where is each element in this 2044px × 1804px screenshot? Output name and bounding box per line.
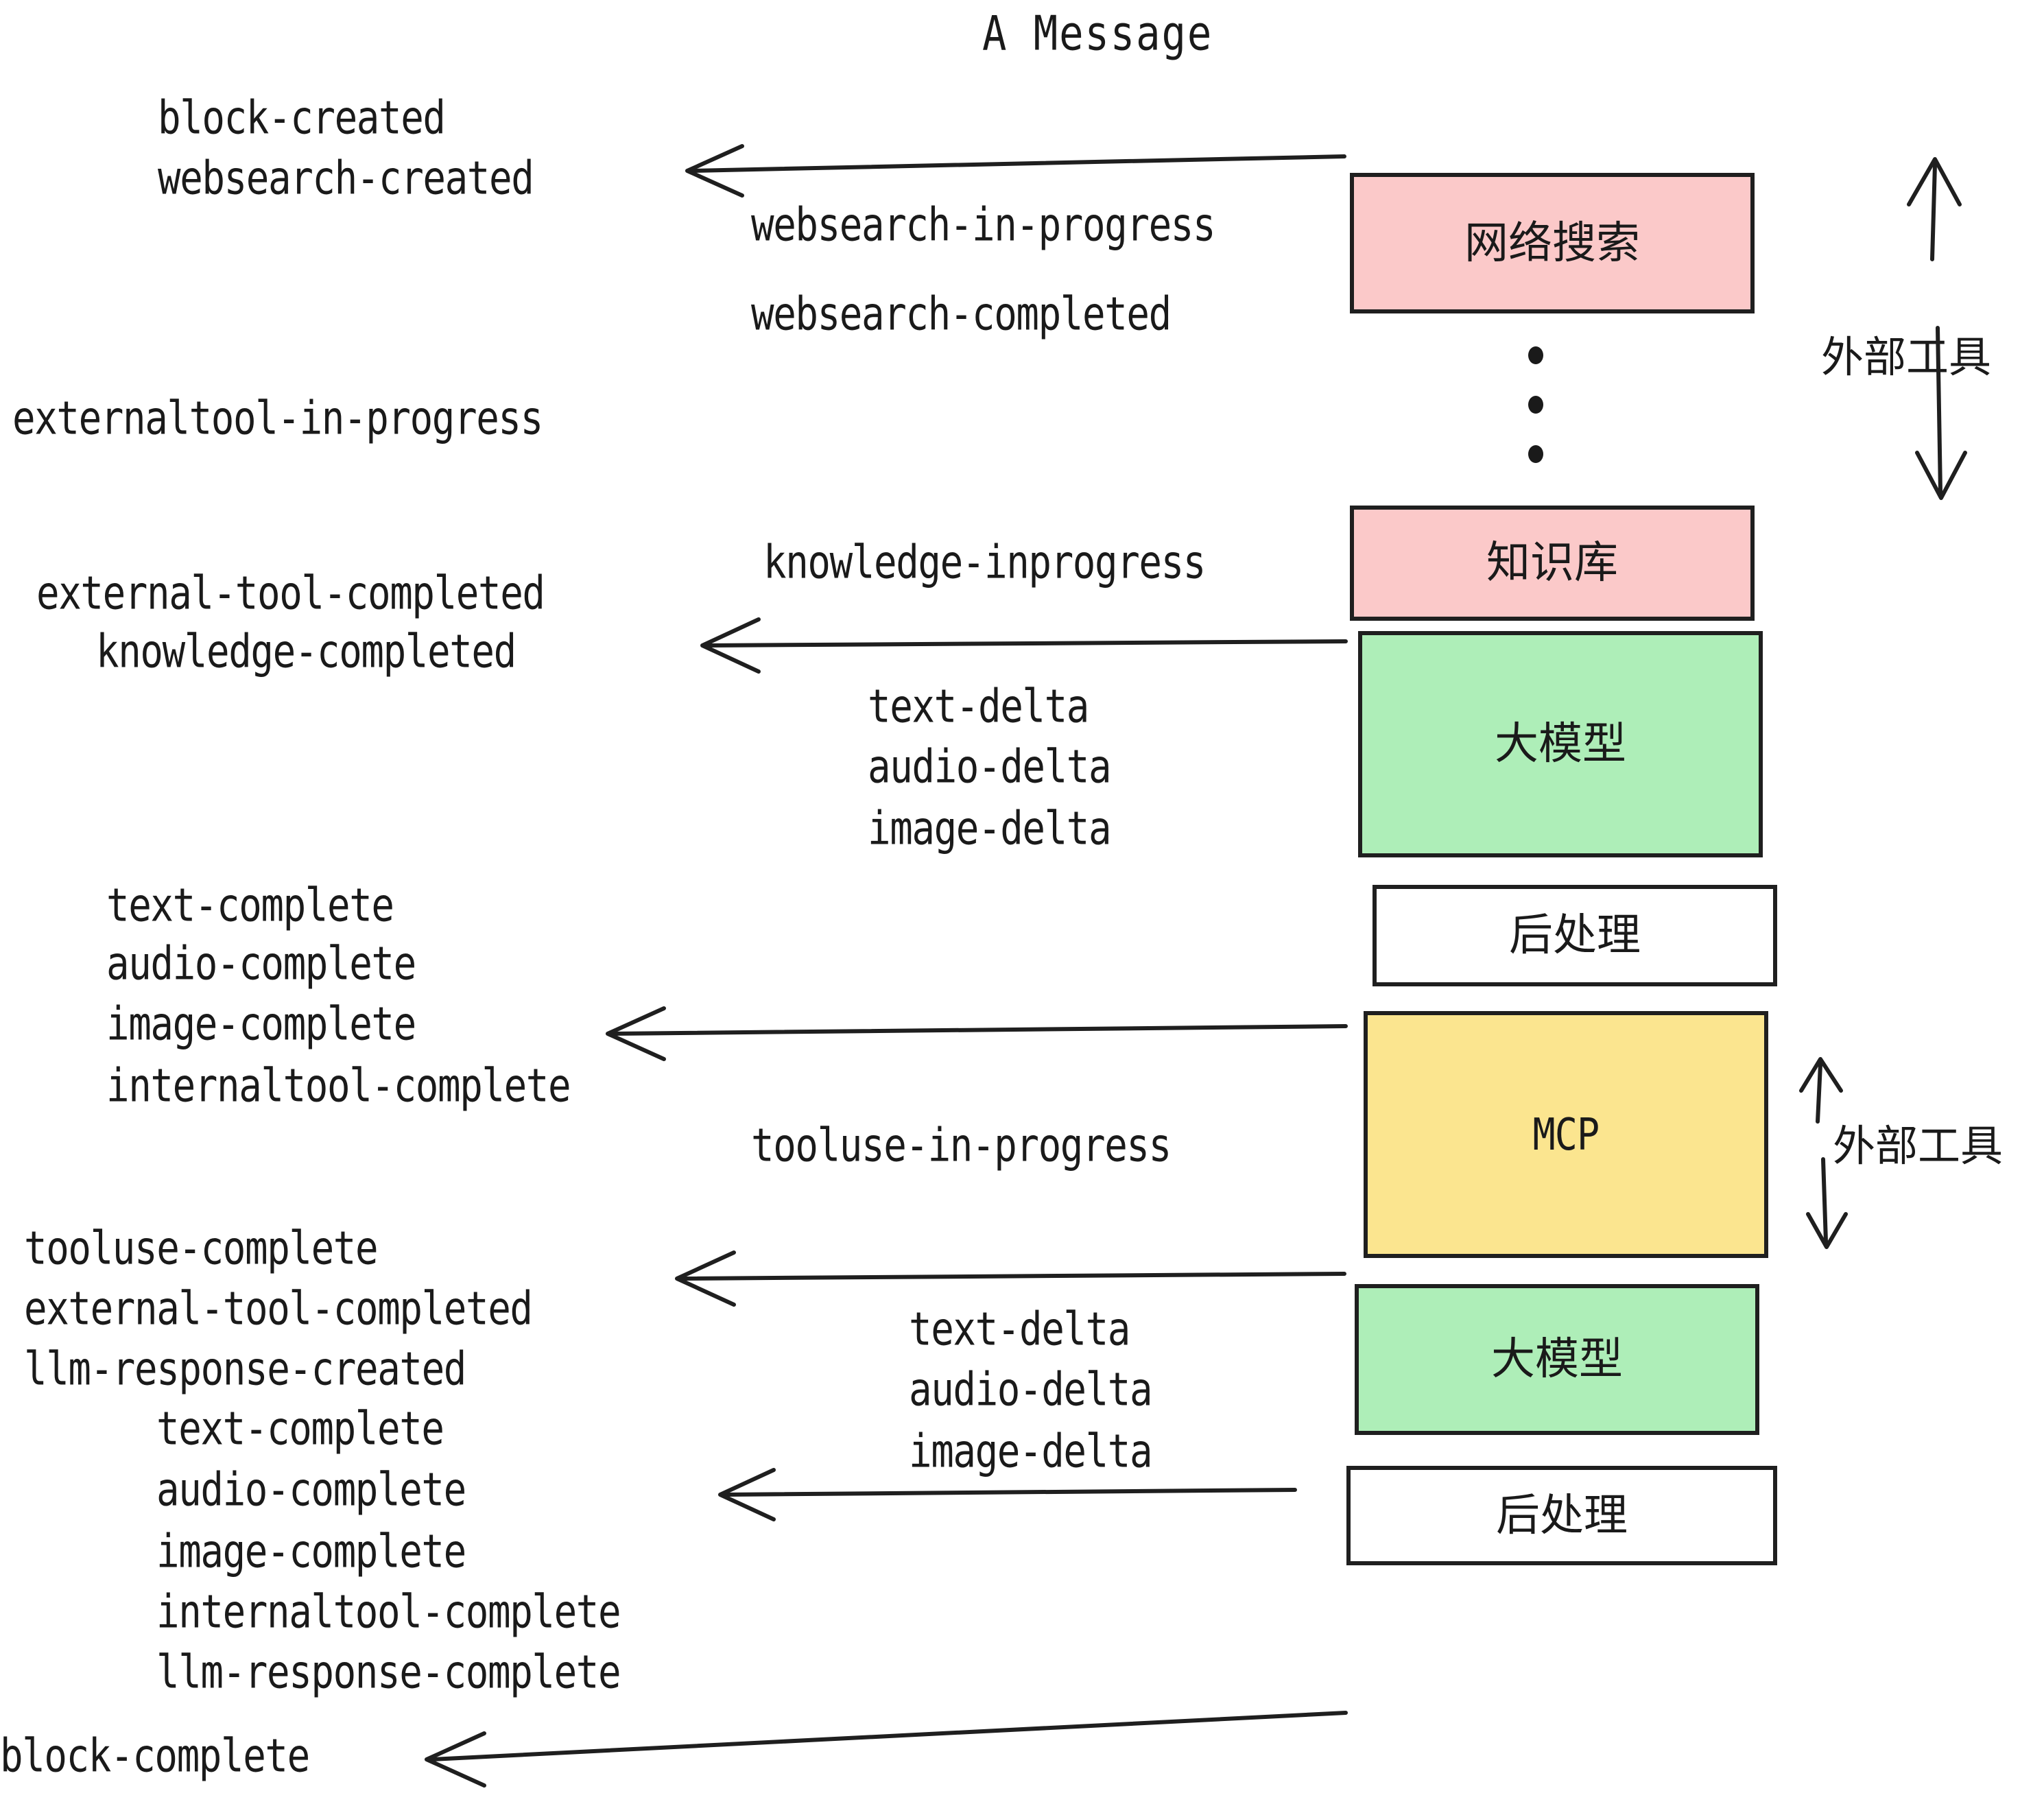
event-text-delta-1: text-delta bbox=[868, 679, 1089, 734]
node-llm-2[interactable]: 大模型 bbox=[1355, 1284, 1759, 1435]
event-text-complete-2: text-complete bbox=[156, 1401, 444, 1456]
node-websearch[interactable]: 网络搜索 bbox=[1350, 173, 1755, 313]
event-audio-complete-2: audio-complete bbox=[156, 1462, 466, 1517]
ellipsis-dot bbox=[1528, 445, 1543, 463]
event-websearch-completed: websearch-completed bbox=[751, 287, 1172, 342]
ellipsis-dot bbox=[1528, 396, 1543, 414]
event-audio-complete-1: audio-complete bbox=[106, 936, 416, 991]
node-websearch-label: 网络搜索 bbox=[1464, 217, 1640, 269]
event-llm-response-created: llm-response-created bbox=[24, 1342, 466, 1397]
node-postprocess-1-label: 后处理 bbox=[1509, 910, 1641, 961]
bracket-label-external-tool-bottom: 外部工具 bbox=[1833, 1121, 2004, 1171]
event-tooluse-in-progress: tooluse-in-progress bbox=[751, 1118, 1172, 1173]
event-audio-delta-1: audio-delta bbox=[868, 739, 1112, 794]
event-knowledge-inprogress: knowledge-inprogress bbox=[763, 535, 1206, 590]
node-mcp-label: MCP bbox=[1532, 1108, 1600, 1161]
arrow-postprocess2-to-block-complete bbox=[425, 1711, 1348, 1788]
event-block-complete: block-complete bbox=[0, 1729, 310, 1783]
event-image-complete-1: image-complete bbox=[106, 997, 416, 1052]
node-postprocess-1[interactable]: 后处理 bbox=[1372, 885, 1777, 986]
node-mcp[interactable]: MCP bbox=[1364, 1011, 1768, 1258]
event-external-tool-completed-1: external-tool-completed bbox=[36, 566, 545, 621]
bracket-arrow-external-tool-top bbox=[1907, 157, 1967, 500]
arrow-websearch-to-block-created bbox=[685, 144, 1346, 198]
node-knowledge[interactable]: 知识库 bbox=[1350, 506, 1755, 621]
vertical-ellipsis bbox=[1528, 346, 1544, 463]
node-llm-1[interactable]: 大模型 bbox=[1358, 631, 1763, 857]
event-image-delta-1: image-delta bbox=[868, 801, 1112, 856]
event-llm-response-complete: llm-response-complete bbox=[156, 1645, 621, 1700]
event-image-delta-2: image-delta bbox=[909, 1424, 1153, 1479]
event-internaltool-complete-2: internaltool-complete bbox=[156, 1585, 621, 1639]
event-websearch-created: websearch-created bbox=[158, 151, 534, 206]
event-text-delta-2: text-delta bbox=[909, 1302, 1130, 1357]
node-postprocess-2-label: 后处理 bbox=[1496, 1490, 1628, 1541]
node-llm-1-label: 大模型 bbox=[1495, 719, 1626, 770]
event-websearch-in-progress: websearch-in-progress bbox=[751, 198, 1216, 252]
event-audio-delta-2: audio-delta bbox=[909, 1362, 1153, 1417]
event-block-created: block-created bbox=[158, 91, 446, 145]
event-image-complete-2: image-complete bbox=[156, 1524, 466, 1579]
node-knowledge-label: 知识库 bbox=[1486, 538, 1618, 589]
bracket-label-external-tool-top: 外部工具 bbox=[1821, 332, 1992, 382]
arrow-mcp-to-tooluse-complete bbox=[675, 1250, 1346, 1307]
ellipsis-dot bbox=[1528, 346, 1543, 364]
event-knowledge-completed: knowledge-completed bbox=[96, 624, 516, 679]
event-tooluse-complete: tooluse-complete bbox=[24, 1221, 379, 1276]
node-postprocess-2[interactable]: 后处理 bbox=[1346, 1466, 1777, 1565]
event-external-tool-completed-2: external-tool-completed bbox=[24, 1281, 533, 1336]
arrow-knowledge-to-knowledge-completed bbox=[700, 617, 1348, 674]
event-internaltool-complete-1: internaltool-complete bbox=[106, 1058, 571, 1113]
page-title: A Message bbox=[982, 5, 1213, 62]
event-text-complete-1: text-complete bbox=[106, 878, 394, 933]
arrow-postprocess1-to-image-complete bbox=[606, 1006, 1348, 1061]
event-externaltool-in-progress: externaltool-in-progress bbox=[12, 391, 543, 446]
node-llm-2-label: 大模型 bbox=[1491, 1334, 1623, 1385]
